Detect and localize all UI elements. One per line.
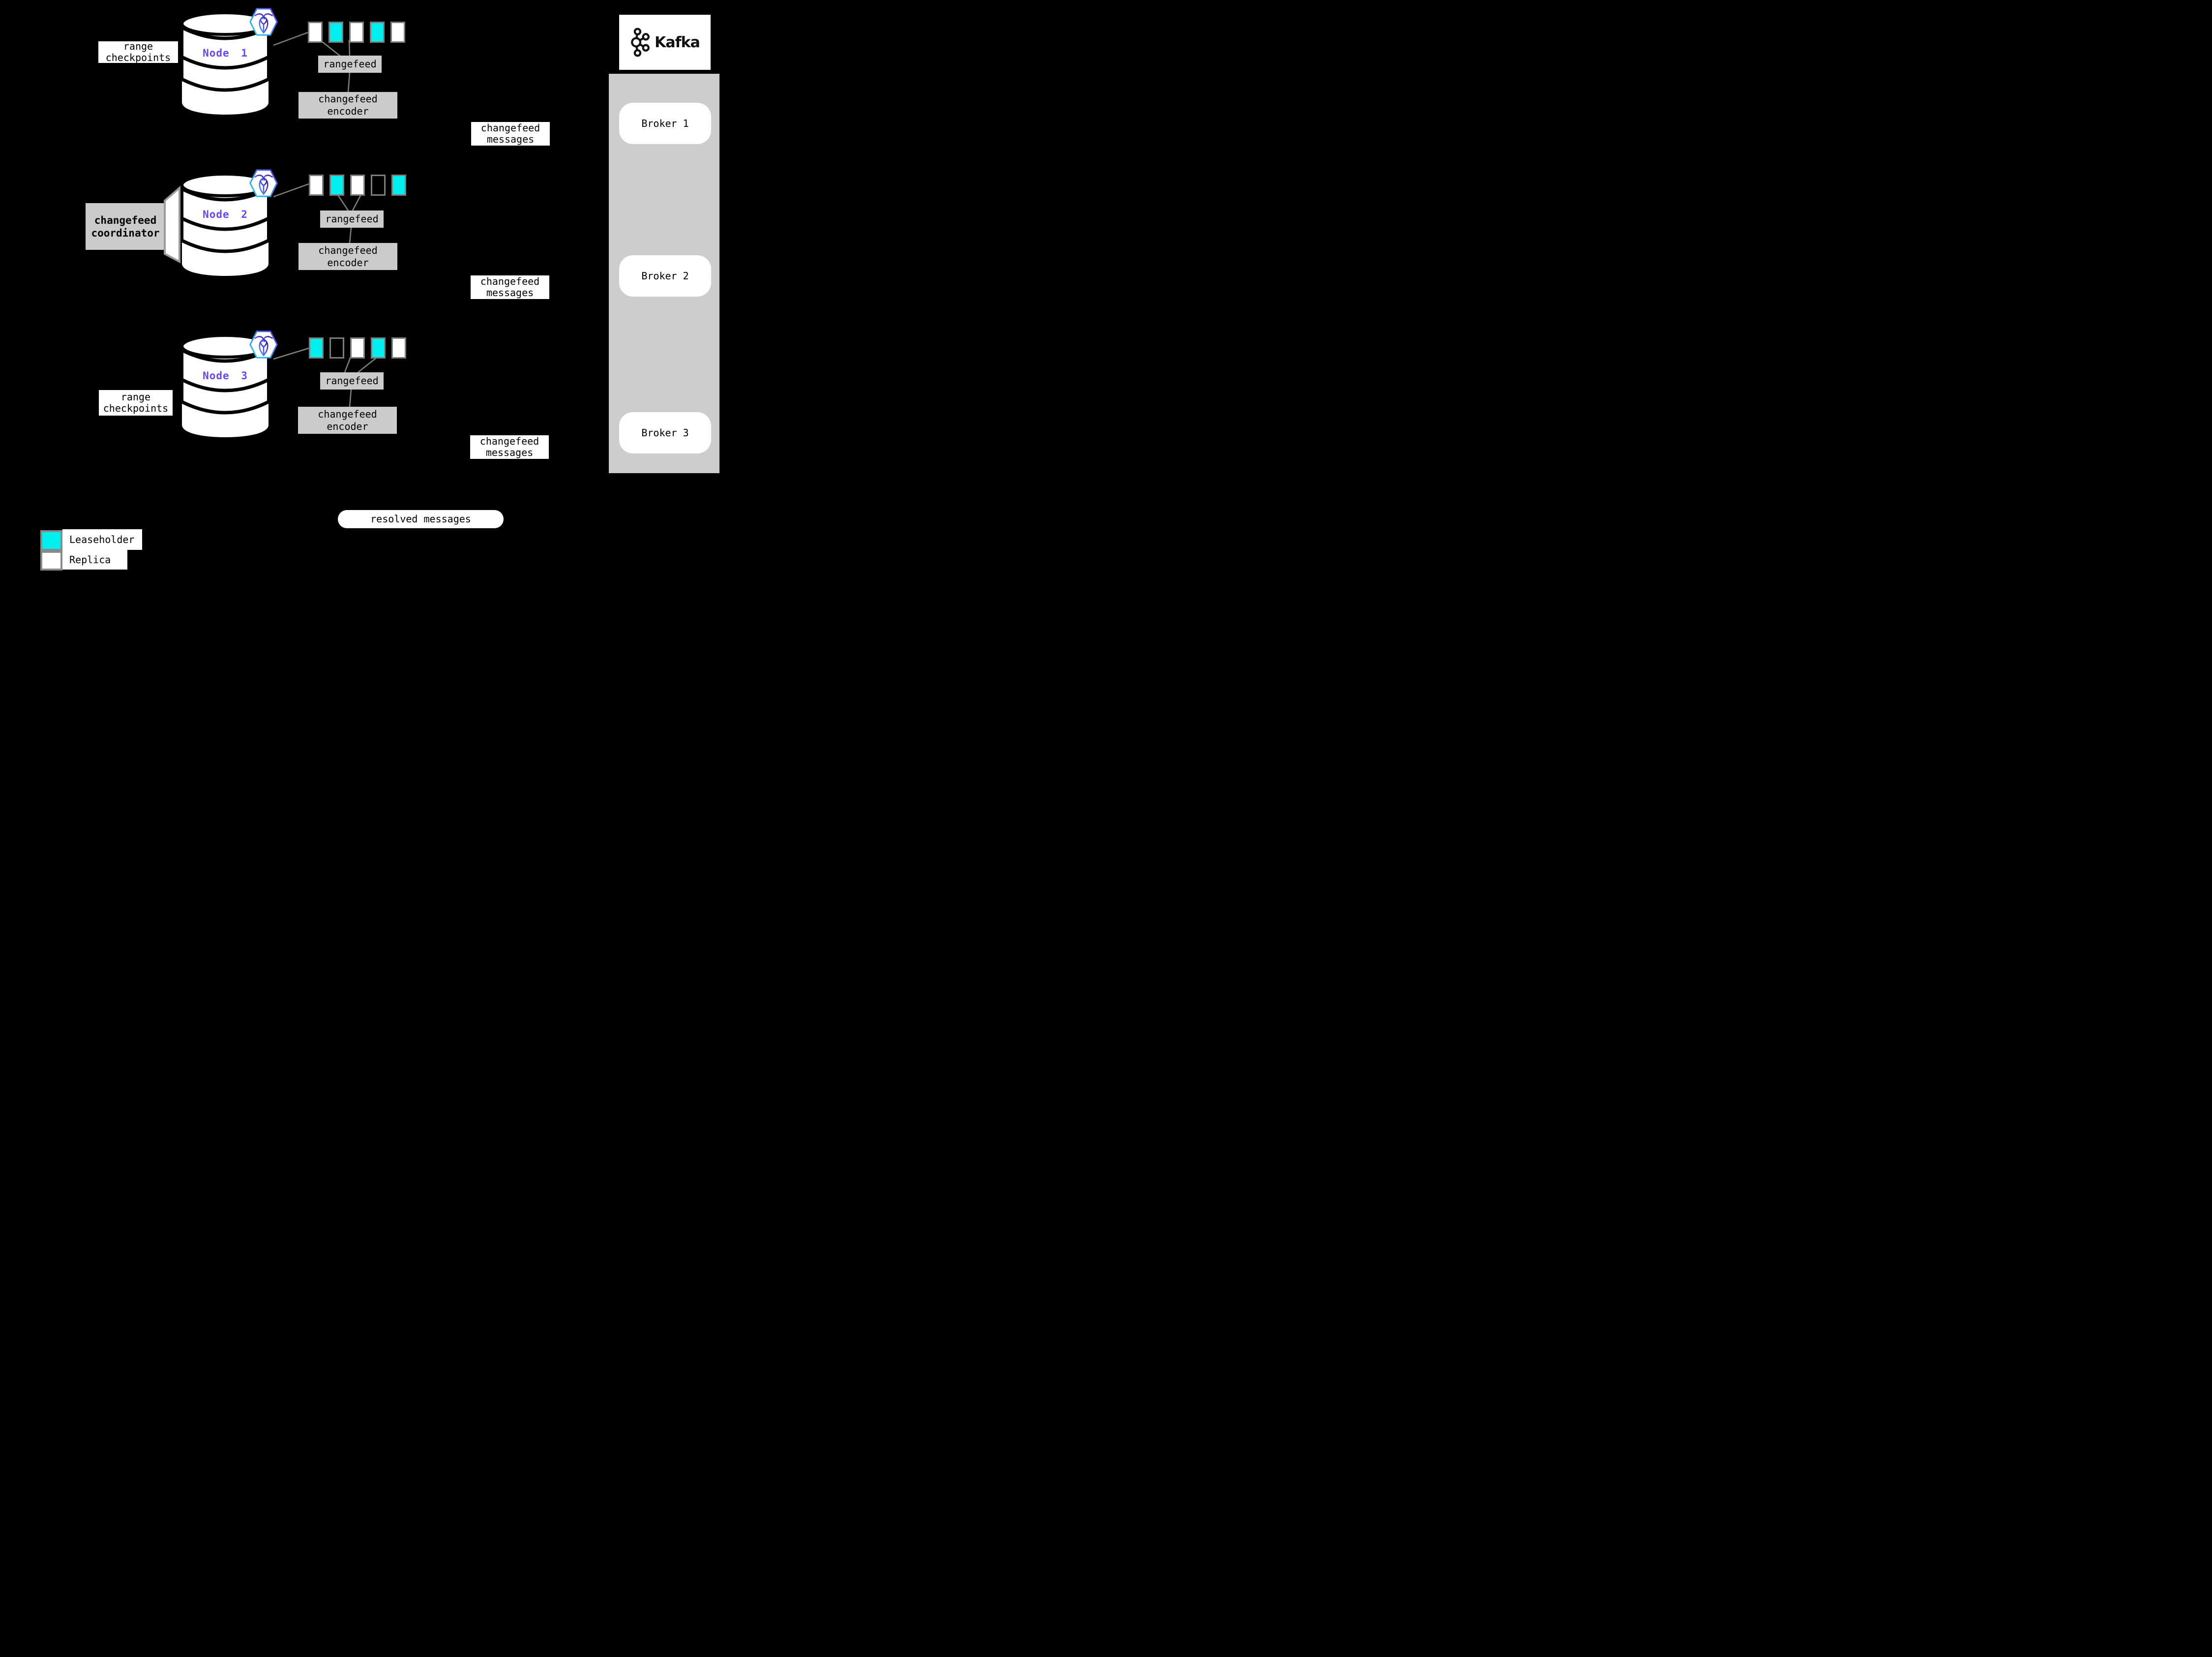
broker-2: Broker 2 bbox=[619, 255, 711, 297]
broker-1: Broker 1 bbox=[619, 103, 711, 144]
database-cylinder-icon bbox=[180, 334, 270, 437]
node-1: Node 1 bbox=[179, 8, 278, 117]
rangefeed-box-3: rangefeed bbox=[320, 372, 384, 390]
kafka-broker-container: Broker 1 Broker 2 Broker 3 bbox=[609, 74, 719, 473]
node-2-ranges bbox=[309, 175, 406, 196]
range-square-leaseholder bbox=[391, 175, 406, 196]
legend-replica-swatch bbox=[40, 551, 62, 571]
coordinator-pointer-flag bbox=[164, 186, 180, 264]
changefeed-encoder-box-1: changefeed encoder bbox=[299, 92, 397, 119]
kafka-header: Kafka bbox=[619, 15, 711, 70]
cockroachdb-hexagon-icon bbox=[249, 331, 278, 359]
kafka-title: Kafka bbox=[655, 33, 700, 51]
resolved-messages-label: resolved messages bbox=[338, 510, 504, 528]
kafka-icon bbox=[631, 28, 650, 57]
range-square-replica bbox=[391, 337, 406, 359]
changefeed-messages-label-2: changefeed messages bbox=[471, 275, 549, 299]
range-checkpoints-label-bottom: range checkpoints bbox=[99, 390, 173, 416]
node-2: Node 2 bbox=[179, 169, 278, 278]
changefeed-messages-label-1: changefeed messages bbox=[471, 122, 550, 146]
node-3-ranges bbox=[309, 337, 406, 359]
legend-leaseholder-label: Leaseholder bbox=[62, 529, 142, 550]
cockroachdb-hexagon-icon bbox=[249, 169, 278, 197]
range-square-replica bbox=[349, 22, 364, 43]
range-square-leaseholder bbox=[309, 337, 324, 359]
range-square-empty bbox=[371, 175, 386, 196]
range-square-replica bbox=[350, 175, 365, 196]
changefeed-encoder-box-3: changefeed encoder bbox=[298, 407, 397, 434]
range-checkpoints-label-top: range checkpoints bbox=[98, 41, 178, 63]
range-square-replica bbox=[390, 22, 405, 43]
rangefeed-box-1: rangefeed bbox=[318, 56, 382, 73]
range-square-replica bbox=[308, 22, 323, 43]
legend-replica-label: Replica bbox=[62, 550, 127, 570]
node-3: Node 3 bbox=[179, 331, 278, 439]
database-cylinder-icon bbox=[180, 173, 270, 276]
diagram-canvas: range checkpoints range checkpoints Node… bbox=[0, 0, 771, 578]
node-1-ranges bbox=[308, 22, 405, 43]
range-square-leaseholder bbox=[329, 22, 343, 43]
node-2-label: Node 2 bbox=[203, 209, 248, 220]
legend-leaseholder-swatch bbox=[40, 530, 62, 551]
range-square-empty bbox=[329, 337, 344, 359]
cockroachdb-hexagon-icon bbox=[249, 8, 278, 36]
rangefeed-box-2: rangefeed bbox=[320, 211, 384, 228]
range-square-replica bbox=[309, 175, 324, 196]
range-square-leaseholder bbox=[371, 337, 386, 359]
range-square-leaseholder bbox=[329, 175, 344, 196]
range-square-leaseholder bbox=[370, 22, 385, 43]
range-square-replica bbox=[350, 337, 365, 359]
changefeed-coordinator-label: changefeed coordinator bbox=[86, 203, 165, 250]
node-1-label: Node 1 bbox=[203, 47, 248, 59]
node-3-label: Node 3 bbox=[203, 370, 248, 382]
broker-3: Broker 3 bbox=[619, 412, 711, 453]
changefeed-messages-label-3: changefeed messages bbox=[470, 435, 549, 459]
changefeed-encoder-box-2: changefeed encoder bbox=[299, 243, 397, 270]
